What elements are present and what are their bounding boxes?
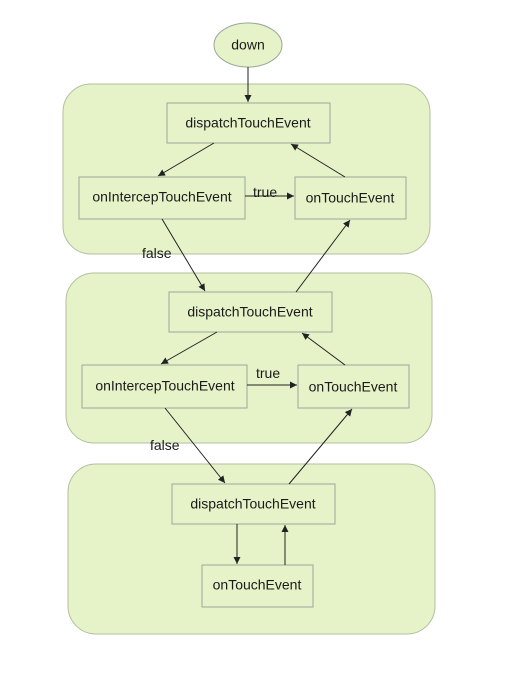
level-2-touch-node — [297, 364, 410, 409]
edge-dispatch-2-to-touch-1 — [295, 219, 351, 293]
edge-intercept-1-false — [161, 218, 206, 292]
level-2-intercept-label: onIntercepTouchEvent — [95, 378, 234, 394]
level-2-touch-label: onTouchEvent — [309, 379, 398, 395]
level-2-dispatch-node — [168, 291, 333, 333]
level-2-intercept-node — [81, 364, 248, 409]
level-3-touch-label: onTouchEvent — [213, 577, 302, 593]
level-1-touch-label: onTouchEvent — [306, 190, 395, 206]
edge-touch-2-to-dispatch-2 — [301, 332, 346, 366]
level-1-intercept-label: onIntercepTouchEvent — [92, 189, 231, 205]
edge-dispatch-1-to-intercept-1 — [157, 142, 215, 177]
edge-intercept-2-false — [164, 407, 226, 484]
level-1-touch-node — [294, 176, 407, 220]
edge-label-true-1: true — [253, 184, 277, 200]
level-1-dispatch-label: dispatchTouchEvent — [185, 115, 310, 131]
level-3-dispatch-node — [171, 483, 336, 525]
level-3-dispatch-label: dispatchTouchEvent — [190, 496, 315, 512]
edge-label-true-2: true — [256, 365, 280, 381]
edge-touch-1-to-dispatch-1 — [290, 143, 346, 178]
start-node-label: down — [231, 37, 264, 53]
edge-dispatch-3-to-touch-2 — [288, 408, 353, 485]
level-1-intercept-node — [78, 176, 246, 220]
level-3-group — [67, 463, 436, 635]
level-2-dispatch-label: dispatchTouchEvent — [187, 304, 312, 320]
edge-dispatch-2-to-intercept-2 — [160, 331, 218, 365]
level-3-touch-node — [201, 564, 314, 608]
edge-label-false-2: false — [150, 437, 180, 453]
level-1-dispatch-node — [166, 102, 331, 144]
edge-label-false-1: false — [142, 245, 172, 261]
